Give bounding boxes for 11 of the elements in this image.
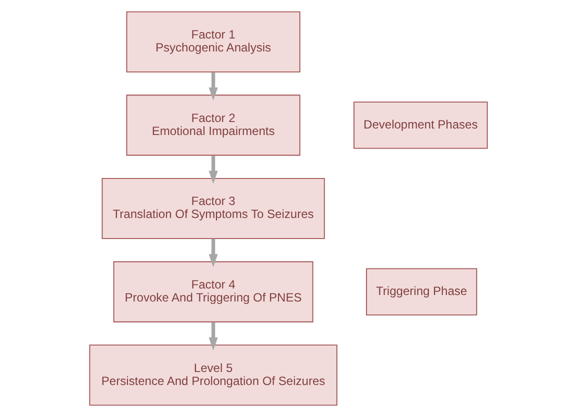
node-box: Factor 4 Provoke And Triggering Of PNES — [112, 261, 313, 322]
arrow — [208, 238, 218, 268]
arrow — [208, 72, 218, 100]
node-box: Development Phases — [353, 102, 488, 149]
arrow — [208, 322, 218, 350]
node-box: Level 5 Persistence And Prolongation Of Seizures — [88, 344, 337, 406]
node-box: Factor 1 Psychogenic Analysis — [126, 11, 300, 72]
node-box: Factor 2 Emotional Impairments — [126, 94, 300, 156]
node-box: Factor 3 Translation Of Symptoms To Seizures — [101, 178, 324, 240]
arrow — [208, 156, 218, 184]
node-box: Triggering Phase — [366, 268, 477, 316]
